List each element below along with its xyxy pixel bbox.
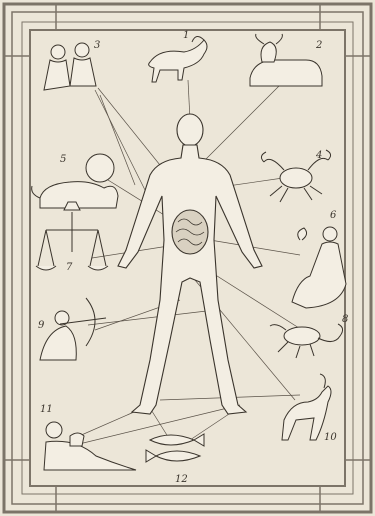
gemini-twins [44,43,96,90]
numeral-pisces: 12 [175,474,188,485]
human-figure [118,114,262,414]
numeral-sagittarius: 9 [38,320,45,331]
aries-ram [149,36,207,82]
numeral-capricorn: 10 [324,432,337,443]
numeral-scorpio: 8 [342,314,348,325]
virgo-maiden [292,227,346,308]
numeral-aries: 1 [183,30,189,41]
capricorn-goat [282,374,331,440]
numeral-leo: 5 [60,154,66,165]
numeral-cancer: 4 [315,150,322,161]
numeral-virgo: 6 [330,210,337,221]
pisces-fishes [146,434,204,462]
scorpio-scorpion [270,324,343,358]
numeral-aquarius: 11 [40,404,53,415]
taurus-bull [250,34,322,86]
numeral-taurus: 2 [315,40,322,51]
numeral-libra: 7 [66,262,73,273]
libra-scales [36,202,108,270]
numeral-gemini: 3 [94,40,100,51]
aquarius-water-bearer [44,422,136,470]
leo-lion [32,154,118,208]
sagittarius-archer [40,298,106,360]
